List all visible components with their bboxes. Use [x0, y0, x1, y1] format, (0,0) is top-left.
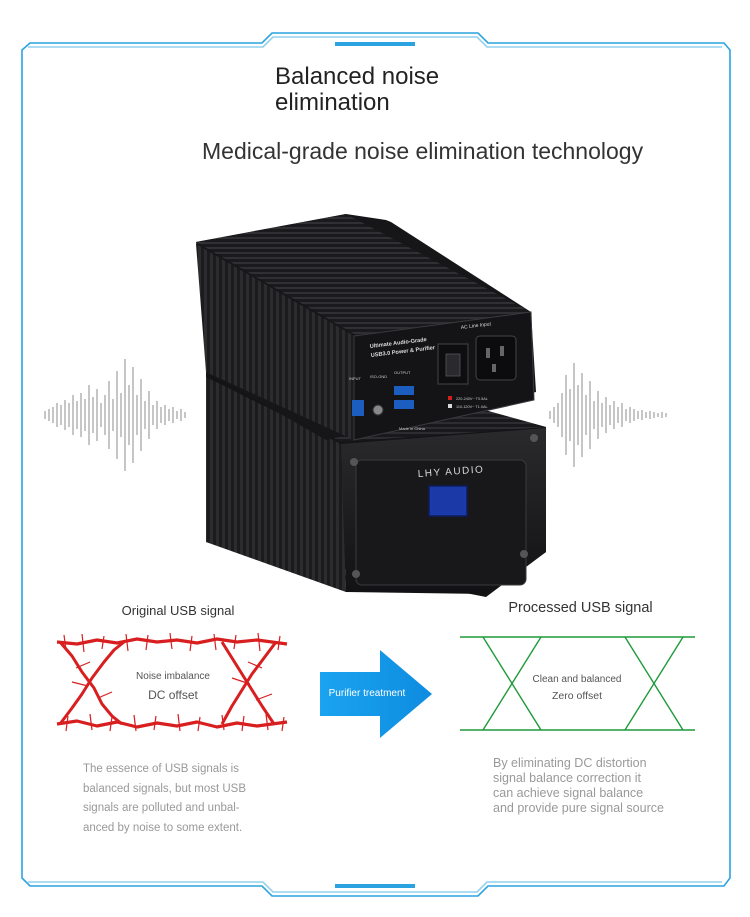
left-soundwave: [44, 359, 186, 471]
noisy-signal-graphic: [56, 632, 288, 732]
input-label: INPUT: [349, 376, 362, 381]
clean-balanced-label: Clean and balanced: [532, 674, 622, 685]
lhy-audio-device: LHY AUDIO Ultimate Audio-Grade USB3.0 Po…: [196, 214, 546, 597]
iso-gnd-label: ISO-GND: [370, 374, 387, 379]
original-signal-description: The essence of USB signals is balanced s…: [83, 763, 247, 834]
clean-signal-graphic: [460, 636, 695, 731]
upper-unit: Ultimate Audio-Grade USB3.0 Power & Puri…: [196, 214, 536, 441]
page-title: Balanced noise elimination: [275, 63, 440, 116]
rating-220v: 220-240V~ T0.5AL: [456, 397, 488, 401]
output-label: OUTPUT: [394, 370, 411, 375]
ac-line-label: AC Line Input: [461, 321, 492, 331]
original-signal-label: Original USB signal: [121, 603, 235, 618]
dc-offset-label: DC offset: [148, 688, 198, 702]
usb-a-output-port-bottom: [394, 400, 414, 409]
made-in-label: Made in China: [399, 426, 426, 431]
processed-signal-label: Processed USB signal: [508, 600, 653, 616]
page-subtitle: Medical-grade noise elimination technolo…: [202, 138, 644, 164]
ground-terminal: [372, 404, 384, 416]
usb-a-output-port-top: [394, 386, 414, 395]
noise-imbalance-label: Noise imbalance: [136, 671, 210, 682]
usb-b-input-port: [352, 400, 364, 416]
brand-label: LHY AUDIO: [417, 464, 484, 480]
purifier-arrow-icon: [320, 650, 432, 738]
processed-signal-description: By eliminating DC distortion signal bala…: [493, 756, 664, 815]
zero-offset-label: Zero offset: [552, 690, 602, 702]
ac-inlet: [475, 335, 517, 381]
purifier-treatment-label: Purifier treatment: [328, 688, 406, 699]
rating-110v: 110-120V~ T1.0AL: [456, 405, 488, 409]
oled-display: [428, 485, 468, 517]
right-soundwave: [549, 363, 667, 467]
